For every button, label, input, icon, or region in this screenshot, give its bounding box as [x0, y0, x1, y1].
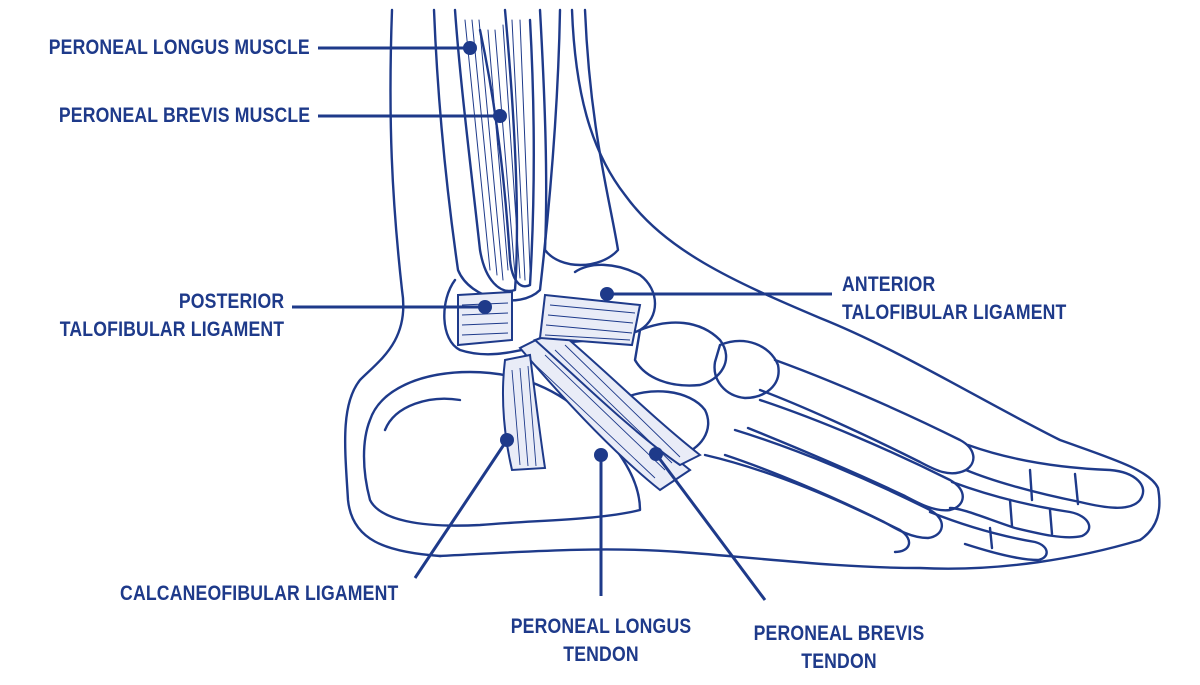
- leader-dots: [463, 41, 663, 462]
- leg-outline-front: [570, 8, 1161, 542]
- anterior-talofibular-ligament-shape: [538, 293, 642, 347]
- metatarsal-3: [723, 428, 943, 540]
- metatarsal-2: [746, 398, 964, 512]
- dot-peroneal-brevis-muscle: [493, 109, 507, 123]
- dot-calcaneofibular: [500, 433, 514, 447]
- sole-outline: [438, 538, 1142, 570]
- dot-posterior-talofibular: [478, 300, 492, 314]
- label-anterior-talofibular-ligament: ANTERIOR TALOFIBULAR LIGAMENT: [842, 273, 1067, 324]
- label-peroneal-longus-tendon: PERONEAL LONGUS TENDON: [510, 615, 692, 666]
- metatarsal-4: [703, 453, 911, 554]
- label-peroneal-brevis-tendon: PERONEAL BREVIS TENDON: [753, 622, 925, 673]
- dot-peroneal-longus-tendon: [594, 448, 608, 462]
- posterior-talofibular-ligament-shape: [457, 290, 513, 347]
- toe-joints: [988, 468, 1080, 550]
- dot-peroneal-brevis-tendon: [649, 447, 663, 461]
- label-peroneal-longus-muscle: PERONEAL LONGUS MUSCLE: [48, 36, 310, 59]
- navicular: [633, 321, 728, 387]
- leg-outline-back: [343, 8, 442, 558]
- toe-3: [928, 510, 1048, 562]
- label-posterior-talofibular-ligament: POSTERIOR TALOFIBULAR LIGAMENT: [59, 290, 284, 341]
- peroneal-brevis-tendon-shape: [533, 330, 702, 467]
- peroneal-brevis-muscle-shape: [478, 18, 535, 288]
- calcaneus: [362, 370, 642, 527]
- leader-lines: [292, 46, 832, 601]
- dot-anterior-talofibular: [600, 287, 614, 301]
- label-peroneal-brevis-muscle: PERONEAL BREVIS MUSCLE: [58, 104, 310, 127]
- peroneal-longus-muscle-shape: [453, 8, 519, 293]
- tibia: [538, 8, 620, 267]
- dot-peroneal-longus-muscle: [463, 41, 477, 55]
- cuneiform: [713, 339, 780, 400]
- muscle-fibers: [464, 19, 531, 281]
- toe-1: [964, 443, 1145, 509]
- label-calcaneofibular-ligament: CALCANEOFIBULAR LIGAMENT: [119, 582, 398, 605]
- calcaneus-inner: [383, 397, 462, 432]
- toe-2: [948, 480, 1091, 539]
- tendon-fibers: [529, 344, 681, 479]
